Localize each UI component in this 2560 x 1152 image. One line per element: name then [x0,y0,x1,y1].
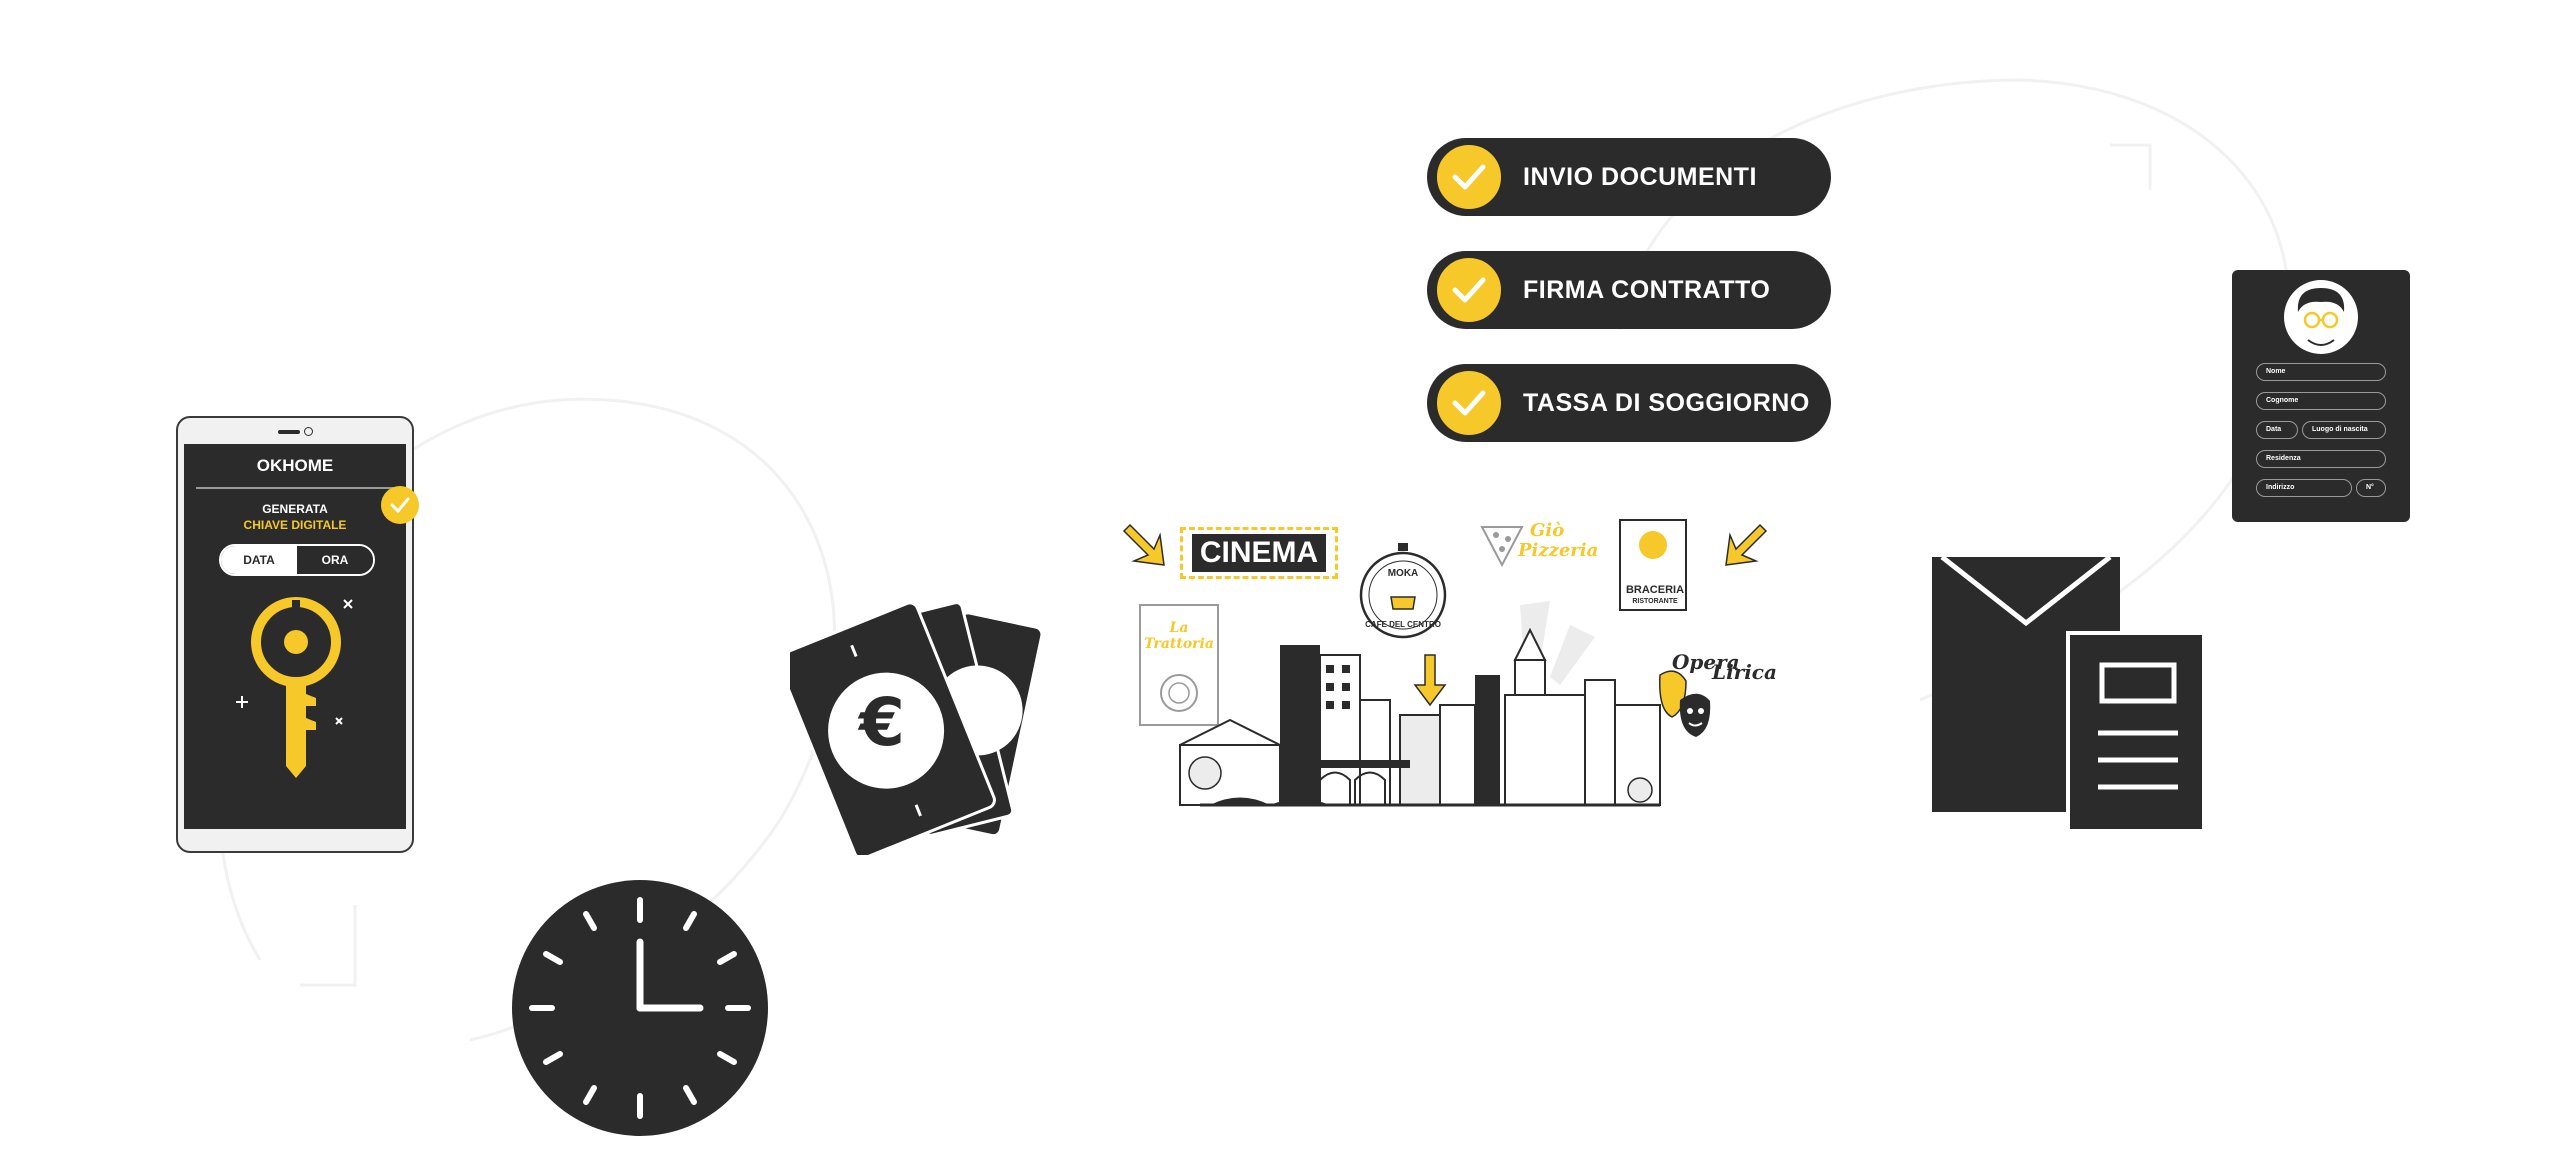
braceria-label: BRACERIA [1625,584,1685,596]
toggle-ora: ORA [297,546,373,574]
euro-bills-icon: € [790,601,1041,855]
digital-key-label: CHIAVE DIGITALE [243,518,347,532]
date-field: Data [2256,421,2298,439]
residence-field: Residenza [2256,450,2386,468]
trattoria-label-1: La [1169,620,1189,636]
phone-camera [304,427,313,436]
toggle-data: DATA [221,546,297,574]
cinema-label: CINEMA [1191,534,1327,572]
birthplace-field: Luogo di nascita [2302,421,2386,439]
avatar [2284,280,2358,354]
checklist-item-firma-contratto: FIRMA CONTRATTO [1427,251,1831,329]
checklist-label: FIRMA CONTRATTO [1523,275,1771,304]
checklist-label: TASSA DI SOGGIORNO [1523,388,1810,417]
euro-symbol: € [857,684,905,761]
address-field: Indirizzo [2256,479,2352,497]
clock-icon [512,880,768,1136]
check-icon [1435,143,1503,211]
checklist-item-invio-documenti: INVIO DOCUMENTI [1427,138,1831,216]
phone-illustration: OKHOME GENERATA CHIAVE DIGITALE DATA ORA [176,416,414,853]
cinema-sign: CINEMA [1180,527,1338,579]
trattoria-label-2: Trattoria [1144,636,1214,652]
date-time-toggle: DATA ORA [219,544,375,576]
check-icon [1435,369,1503,437]
moka-label: MOKA [1387,568,1419,579]
phone-speaker [278,430,300,434]
brand-logo: OKHOME [256,456,334,475]
opera-label-2: Lirica [1712,660,1777,684]
pizzeria-label-1: Giò [1530,520,1565,541]
arrow-icon [1122,523,1165,566]
city-illustration [1122,519,1768,807]
phone-screen: OKHOME GENERATA CHIAVE DIGITALE DATA ORA [184,444,406,829]
key-icon [236,597,353,778]
generated-label: GENERATA [262,502,328,516]
key-generated-check-icon [381,486,419,524]
number-field: N° [2356,479,2386,497]
checklist-item-tassa-di-soggiorno: TASSA DI SOGGIORNO [1427,364,1831,442]
checklist-label: INVIO DOCUMENTI [1523,162,1757,191]
check-icon [1435,256,1503,324]
envelope-document-icon [1932,555,2206,833]
ristorante-label: RISTORANTE [1632,598,1678,605]
divider [196,487,394,489]
arrow-icon [1725,523,1768,566]
guest-form-card: Nome Cognome Data Luogo di nascita Resid… [2232,270,2410,522]
arrow-icon [1413,654,1447,707]
surname-field: Cognome [2256,392,2386,410]
opera-label-1: Opera [1672,650,1740,674]
pizzeria-label-2: Pizzeria [1518,540,1599,561]
name-field: Nome [2256,363,2386,381]
cafe-label: CAFE DEL CENTRO [1365,620,1441,629]
